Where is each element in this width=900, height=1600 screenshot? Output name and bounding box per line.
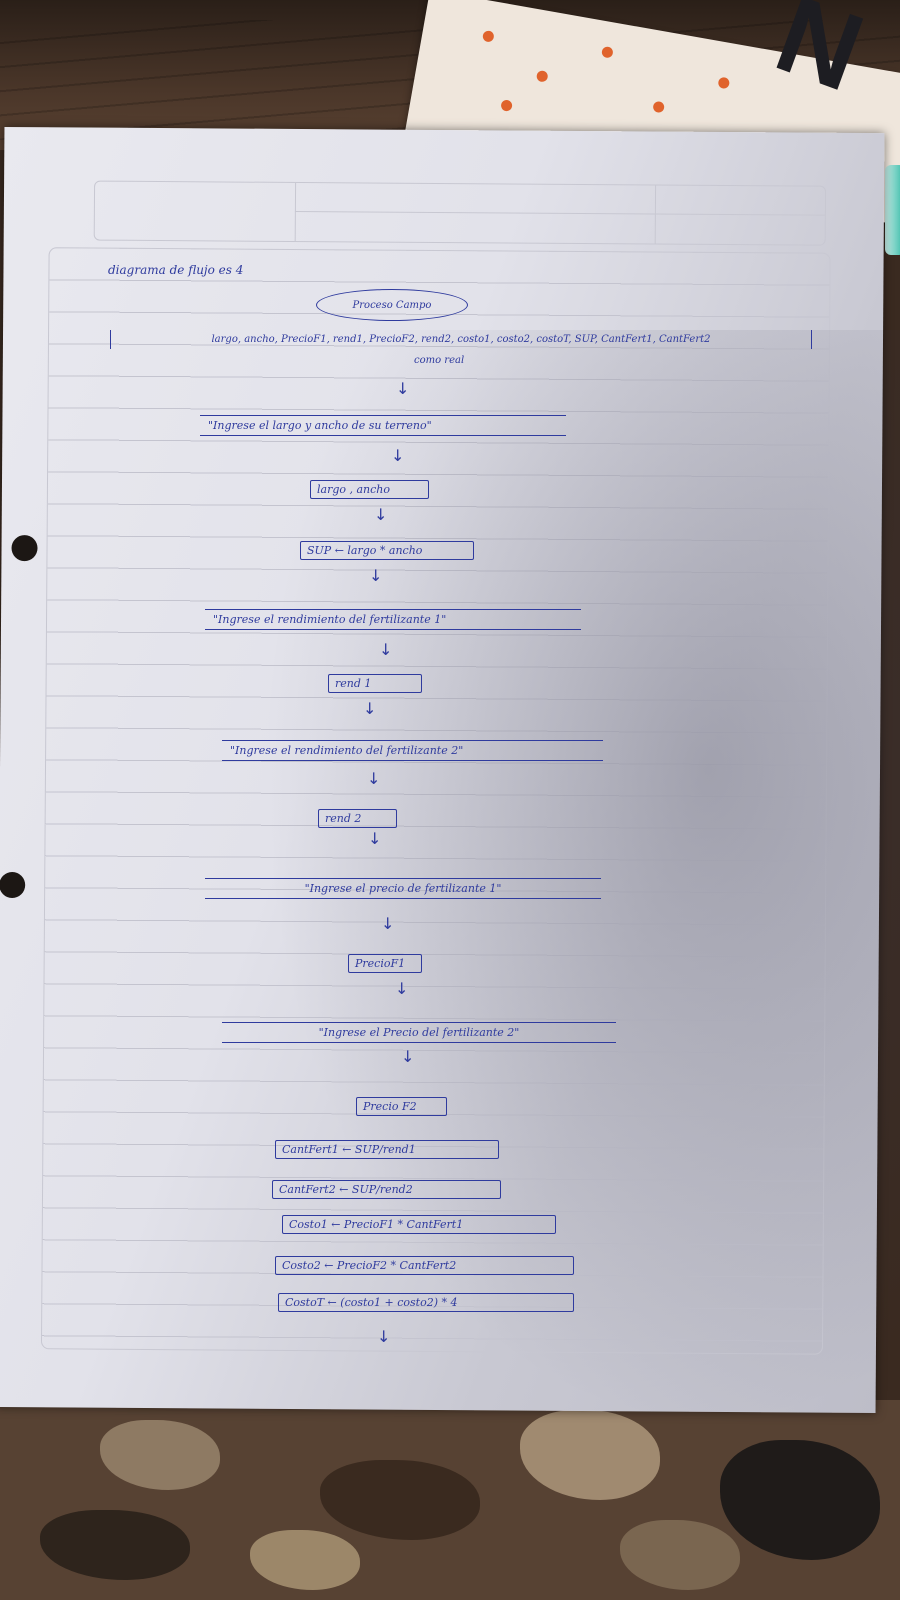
flow-arrow: ↓ (381, 914, 395, 933)
punch-hole-middle (0, 871, 26, 899)
step-process-2-text: CantFert1 ← SUP/rend1 (282, 1143, 416, 1156)
step-input-4: PrecioF1 (348, 954, 422, 973)
diagram-heading: diagrama de flujo es 4 (108, 263, 244, 277)
step-input-4-text: PrecioF1 (355, 957, 406, 970)
flow-arrow: ↓ (391, 446, 405, 465)
step-input-3-text: rend 2 (325, 812, 362, 825)
step-process-5: Costo2 ← PrecioF2 * CantFert2 (275, 1256, 574, 1275)
flow-arrow: ↓ (368, 829, 382, 848)
step-output-2: "Ingrese el rendimiento del fertilizante… (205, 609, 581, 630)
step-process-1-text: SUP ← largo * ancho (307, 544, 423, 557)
page-header-box (93, 180, 827, 246)
step-process-1: SUP ← largo * ancho (300, 541, 474, 560)
step-output-4-text: "Ingrese el precio de fertilizante 1" (304, 882, 502, 895)
step-input-2-text: rend 1 (335, 677, 372, 690)
step-output-1: "Ingrese el largo y ancho de su terreno" (200, 415, 566, 436)
flow-arrow: ↓ (379, 640, 393, 659)
step-input-5-text: Precio F2 (363, 1100, 417, 1113)
step-output-4: "Ingrese el precio de fertilizante 1" (205, 878, 601, 899)
step-input-2: rend 1 (328, 674, 422, 693)
step-output-2-text: "Ingrese el rendimiento del fertilizante… (213, 613, 447, 626)
step-process-2: CantFert1 ← SUP/rend1 (275, 1140, 499, 1159)
flow-arrow: ↓ (377, 1327, 391, 1346)
marker-cap (885, 165, 900, 255)
step-process-3: CantFert2 ← SUP/rend2 (272, 1180, 501, 1199)
step-process-6: CostoT ← (costo1 + costo2) * 4 (278, 1293, 574, 1312)
step-process-4-text: Costo1 ← PrecioF1 * CantFert1 (289, 1218, 464, 1231)
flow-arrow: ↓ (374, 505, 388, 524)
flow-arrow: ↓ (396, 379, 410, 398)
start-oval-label: Proceso Campo (352, 299, 432, 311)
step-process-6-text: CostoT ← (costo1 + costo2) * 4 (285, 1296, 458, 1309)
flow-arrow: ↓ (369, 566, 383, 585)
flow-arrow: ↓ (401, 1047, 415, 1066)
step-output-3: "Ingrese el rendimiento del fertilizante… (222, 740, 603, 761)
step-output-1-text: "Ingrese el largo y ancho de su terreno" (208, 419, 432, 432)
step-input-3: rend 2 (318, 809, 397, 828)
step-process-5-text: Costo2 ← PrecioF2 * CantFert2 (282, 1259, 457, 1272)
step-process-4: Costo1 ← PrecioF1 * CantFert1 (282, 1215, 556, 1234)
variable-list: largo, ancho, PrecioF1, rend1, PrecioF2,… (211, 334, 711, 345)
step-input-1: largo , ancho (310, 480, 429, 499)
flow-arrow: ↓ (363, 699, 377, 718)
step-output-5-text: "Ingrese el Precio del fertilizante 2" (318, 1026, 520, 1039)
step-process-3-text: CantFert2 ← SUP/rend2 (279, 1183, 413, 1196)
step-output-3-text: "Ingrese el rendimiento del fertilizante… (230, 744, 464, 757)
step-output-5: "Ingrese el Precio del fertilizante 2" (222, 1022, 616, 1043)
variable-declaration: largo, ancho, PrecioF1, rend1, PrecioF2,… (110, 330, 812, 349)
punch-hole-top (11, 535, 38, 562)
step-input-1-text: largo , ancho (317, 483, 390, 496)
declaration-type: como real (414, 355, 465, 366)
camo-fabric (0, 1400, 900, 1600)
flow-arrow: ↓ (395, 979, 409, 998)
flow-arrow: ↓ (367, 769, 381, 788)
start-oval: Proceso Campo (316, 289, 468, 321)
step-input-5: Precio F2 (356, 1097, 447, 1116)
